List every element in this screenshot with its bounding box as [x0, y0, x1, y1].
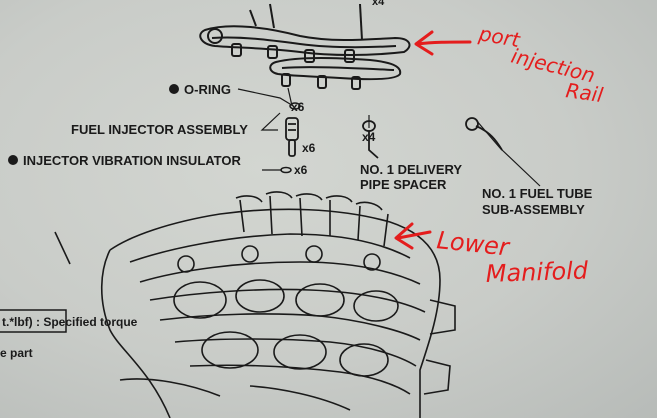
- manifold-annotation-line2: Manifold: [485, 256, 589, 288]
- part-legend-text: e part: [0, 346, 33, 360]
- torque-legend: t.*lbf) : Specified torque: [0, 309, 138, 333]
- manifold-annotation: Lower Manifold: [394, 222, 589, 288]
- torque-legend-text: t.*lbf) : Specified torque: [2, 315, 138, 329]
- fuel-injector-part: [285, 117, 299, 157]
- o-ring-part: [289, 102, 301, 110]
- insulator-bullet: [8, 155, 18, 165]
- fuel-tube-part: [465, 117, 503, 151]
- x4-top-label: x4: [372, 0, 385, 8]
- manifold-annotation-line1: Lower: [435, 226, 512, 262]
- o-ring-bullet: [169, 84, 179, 94]
- rail-arrow: [414, 30, 472, 56]
- lower-manifold-engine: [54, 191, 456, 418]
- insulator-part: [280, 166, 292, 174]
- fuel-tube-label-1: NO. 1 FUEL TUBE: [482, 186, 593, 201]
- insulator-qty: x6: [294, 163, 308, 177]
- o-ring-label: O-RING: [184, 82, 231, 97]
- fuel-rail-lower: [269, 3, 402, 90]
- spacer-qty: x4: [362, 130, 376, 144]
- fuel-injector-qty: x6: [302, 141, 316, 155]
- delivery-pipe-spacer-part: [362, 120, 379, 159]
- rail-annotation: port injection Rail: [414, 21, 605, 107]
- fuel-tube-label-2: SUB-ASSEMBLY: [482, 202, 585, 217]
- delivery-pipe-spacer-label-1: NO. 1 DELIVERY: [360, 162, 462, 177]
- rail-annotation-line3: Rail: [564, 78, 605, 107]
- injector-vibration-insulator-label: INJECTOR VIBRATION INSULATOR: [23, 153, 241, 168]
- delivery-pipe-spacer-label-2: PIPE SPACER: [360, 177, 447, 192]
- fuel-injector-assembly-label: FUEL INJECTOR ASSEMBLY: [71, 122, 248, 137]
- manifold-arrow: [394, 222, 432, 250]
- o-ring-qty: x6: [291, 100, 305, 114]
- fuel-rail-upper: [199, 3, 411, 63]
